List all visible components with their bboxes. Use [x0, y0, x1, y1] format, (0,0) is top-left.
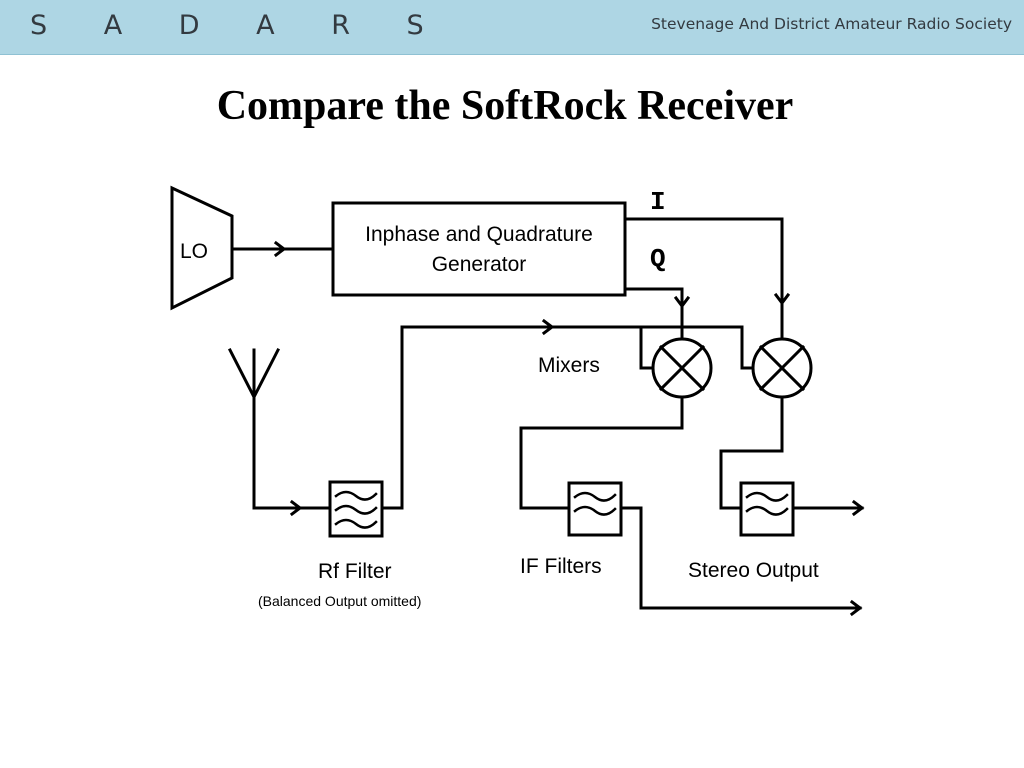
right-mixer-output-wire [719, 395, 784, 510]
rf-to-right-mixer-wire [740, 325, 755, 370]
iq-generator-block [331, 201, 627, 297]
filter-wave-icon [745, 491, 789, 516]
society-name: Stevenage And District Amateur Radio Soc… [651, 15, 1012, 33]
rf-filter-label: Rf Filter [318, 560, 392, 583]
filter-wave-icon [334, 490, 378, 529]
arrow-icon [541, 318, 555, 336]
rf-filter-note: (Balanced Output omitted) [258, 593, 421, 609]
arrow-icon [849, 599, 863, 617]
q-channel-label: Q [650, 244, 666, 274]
header-bar: S A D A R S Stevenage And District Amate… [0, 0, 1024, 55]
arrow-icon [773, 292, 791, 306]
stereo-output-label: Stereo Output [688, 559, 819, 582]
right-mixer [751, 337, 813, 399]
sadars-logo: S A D A R S [30, 10, 448, 41]
lo-oscillator-block [170, 185, 234, 311]
lo-label: LO [180, 240, 208, 263]
if-filter-1-output-wire [619, 506, 862, 610]
rf-to-left-mixer-wire [639, 325, 655, 370]
left-mixer-output-wire [519, 395, 684, 510]
arrow-icon [673, 295, 691, 309]
left-mixer [651, 337, 713, 399]
slide-title: Compare the SoftRock Receiver [216, 83, 794, 129]
iq-generator-label-line1: Inphase and Quadrature [365, 223, 593, 246]
arrow-icon [289, 499, 303, 517]
i-output-wire [623, 217, 784, 341]
arrow-icon [273, 240, 287, 258]
rf-to-mixers-wire [380, 325, 744, 510]
arrow-icon [851, 499, 865, 517]
q-output-wire [623, 287, 684, 341]
i-channel-label: I [650, 187, 666, 217]
filter-wave-icon [573, 491, 617, 516]
if-filters-label: IF Filters [520, 555, 602, 578]
antenna-icon [227, 347, 281, 510]
mixers-label: Mixers [538, 354, 600, 377]
iq-generator-label-line2: Generator [432, 253, 527, 276]
